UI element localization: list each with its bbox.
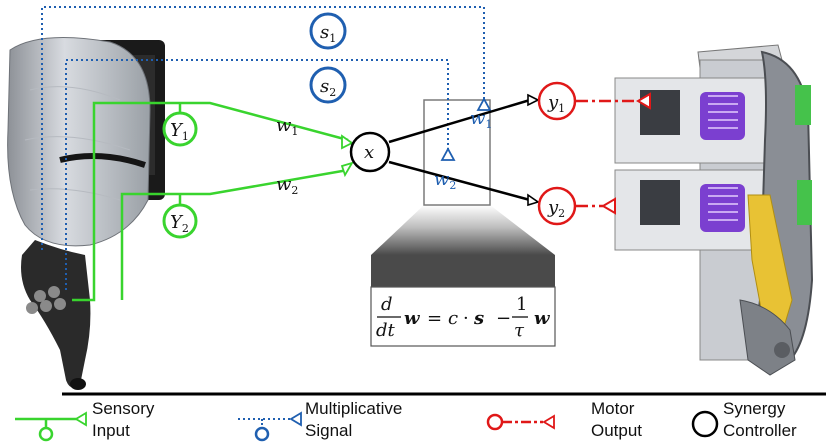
svg-text:y1: y1 <box>547 92 565 115</box>
eq-dot: · <box>463 308 469 329</box>
svg-text:y2: y2 <box>547 197 565 220</box>
w1-signal-arrow <box>476 97 492 111</box>
legend-sensory-line1: Sensory <box>92 399 155 418</box>
multiplicative-signal-lines <box>41 6 485 290</box>
motor-2-arrow <box>601 197 616 215</box>
w2-sensory-label: w2 <box>276 174 298 197</box>
legend-synergy-symbol <box>691 410 719 438</box>
svg-text:x: x <box>364 142 374 163</box>
motor-output-lines <box>576 99 638 208</box>
y2-input-arrow <box>527 193 540 207</box>
eq-minus: − <box>496 308 511 329</box>
Y1-node: Y1 <box>162 111 198 147</box>
eq-w2: w <box>534 308 551 329</box>
s1-node: s1 <box>309 12 347 50</box>
x-node: x <box>349 131 391 173</box>
svg-text:Y1: Y1 <box>170 120 189 143</box>
sensory-input-lines <box>72 101 349 302</box>
legend: Sensory Input Multiplicative Signal Moto… <box>15 399 797 442</box>
legend-sensory-symbol <box>15 411 87 442</box>
w1-sensory-label: w1 <box>276 115 298 138</box>
legend-motor-line2: Output <box>591 421 642 440</box>
eq-w: w <box>404 308 421 329</box>
eq-c: c <box>448 308 458 329</box>
actuator-mechanism-image <box>614 44 814 376</box>
zoom-cone <box>371 205 555 255</box>
svg-text:s1: s1 <box>320 22 336 45</box>
legend-multiplicative-line2: Signal <box>305 421 352 440</box>
legend-motor-symbol <box>486 413 555 431</box>
legend-synergy-line2: Controller <box>723 421 797 440</box>
y1-input-arrow <box>527 93 540 107</box>
legend-motor-line1: Motor <box>591 399 635 418</box>
legend-multiplicative-line1: Multiplicative <box>305 399 402 418</box>
legend-synergy-line1: Synergy <box>723 399 786 418</box>
w2-signal-arrow <box>440 147 456 161</box>
eq-dt: dt <box>376 320 396 341</box>
motor-1-arrow <box>636 92 651 110</box>
y2-node: y2 <box>537 186 577 226</box>
w2-window-label: w2 <box>434 169 456 192</box>
y1-node: y1 <box>537 81 577 121</box>
prosthetic-hand-image <box>7 37 165 390</box>
w1-window-label: w1 <box>470 108 492 131</box>
svg-text:s2: s2 <box>320 76 336 99</box>
synergy-output-lines <box>388 98 531 202</box>
eq-tau: τ <box>514 320 525 341</box>
svg-text:Y2: Y2 <box>170 212 189 235</box>
legend-sensory-line2: Input <box>92 421 130 440</box>
synergy-equation: d dt w = c · s − 1 τ w <box>376 294 551 341</box>
eq-s: s <box>473 308 484 329</box>
Y2-node: Y2 <box>162 203 198 239</box>
eq-equals: = <box>427 308 442 329</box>
w2-input-arrow <box>340 161 354 178</box>
eq-d: d <box>381 294 393 315</box>
w1-input-arrow <box>341 134 354 150</box>
legend-multiplicative-symbol <box>238 411 302 442</box>
s2-node: s2 <box>309 66 347 104</box>
eq-one: 1 <box>516 294 527 315</box>
